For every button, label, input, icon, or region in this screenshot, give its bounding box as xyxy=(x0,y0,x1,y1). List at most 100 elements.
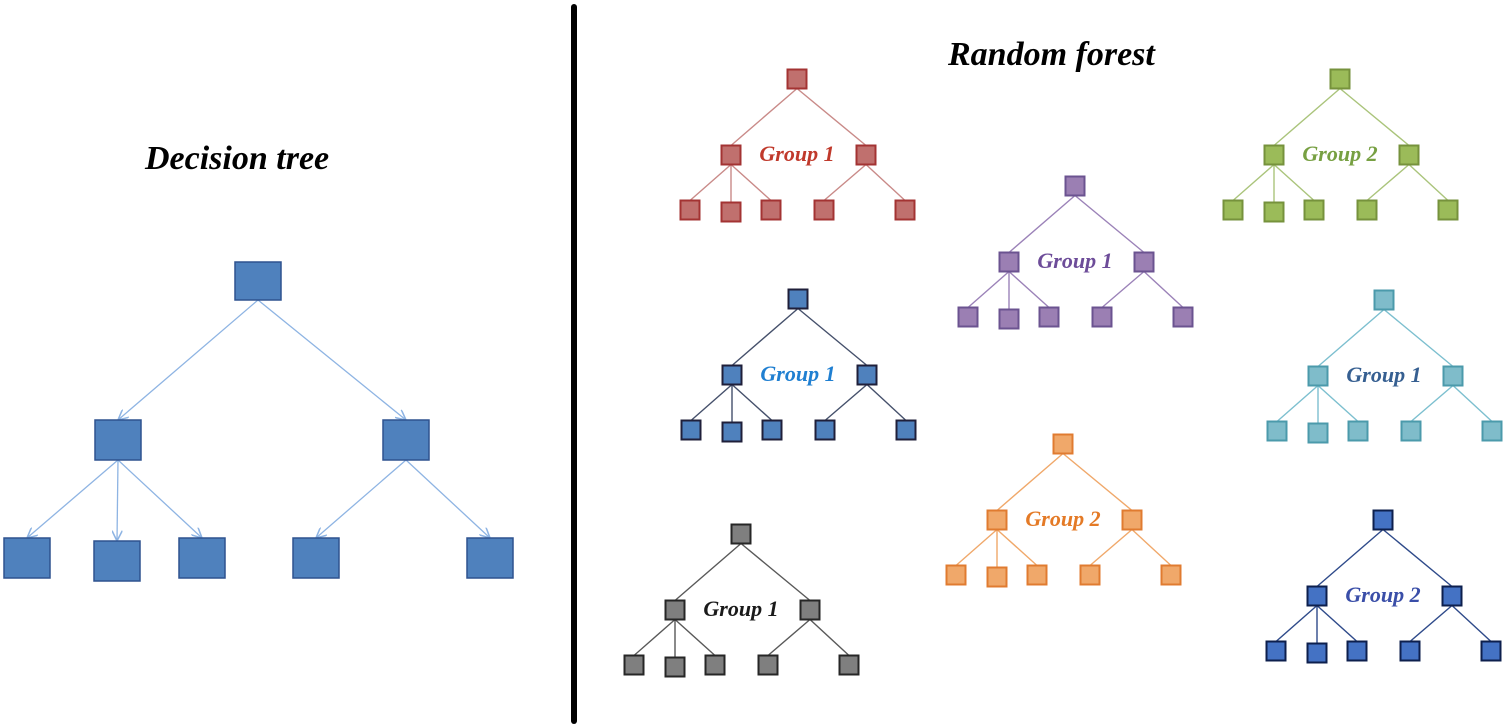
leaf-node xyxy=(998,308,1020,330)
tree-edge xyxy=(731,383,773,422)
tree-edge xyxy=(1317,308,1385,368)
branch-node xyxy=(1442,365,1464,387)
leaf-node xyxy=(1172,306,1194,328)
group-label: Group 2 xyxy=(1025,506,1100,531)
tree-edge xyxy=(1410,384,1454,423)
tree-edge xyxy=(740,542,811,602)
leaf-node xyxy=(813,199,835,221)
tree-edge xyxy=(796,87,867,147)
branch-node xyxy=(1307,365,1329,387)
tree-edge xyxy=(1317,384,1359,423)
random-forest-tree: Group 1 xyxy=(1266,289,1503,444)
tree-edge xyxy=(1232,163,1275,202)
tree-edge xyxy=(1339,87,1410,147)
leaf-node xyxy=(1399,640,1421,662)
tree-edge xyxy=(1382,528,1453,588)
tree-edge xyxy=(809,618,850,657)
leaf-node xyxy=(679,199,701,221)
group-label: Group 2 xyxy=(1345,582,1420,607)
tree-edge xyxy=(823,163,867,202)
leaf-node xyxy=(1306,642,1328,664)
leaf-node xyxy=(895,419,917,441)
leaf-node xyxy=(1346,640,1368,662)
leaf-node xyxy=(466,537,514,579)
leaf-node xyxy=(894,199,916,221)
tree-edge xyxy=(689,163,732,202)
root-node xyxy=(730,523,752,545)
leaf-node xyxy=(986,566,1008,588)
tree-edge xyxy=(633,618,676,657)
leaf-node xyxy=(1222,199,1244,221)
tree-edge xyxy=(767,618,811,657)
group-label: Group 1 xyxy=(1346,362,1421,387)
tree-edge xyxy=(730,163,772,202)
leaf-node xyxy=(757,654,779,676)
root-node xyxy=(234,261,282,301)
tree-edge xyxy=(1273,87,1341,147)
random-forest-tree: Group 1 xyxy=(957,175,1194,330)
root-node xyxy=(1064,175,1086,197)
leaf-node xyxy=(664,656,686,678)
root-node xyxy=(786,68,808,90)
branch-node xyxy=(720,144,742,166)
leaf-node xyxy=(720,201,742,223)
branch-node xyxy=(998,251,1020,273)
branch-node xyxy=(382,419,430,461)
group-label: Group 1 xyxy=(760,361,835,386)
root-node xyxy=(1329,68,1351,90)
leaf-node xyxy=(3,537,51,579)
root-node xyxy=(1372,509,1394,531)
tree-edge xyxy=(1408,163,1449,202)
tree-edge xyxy=(1062,452,1133,512)
tree-edge xyxy=(1316,604,1358,643)
leaf-node xyxy=(704,654,726,676)
tree-edge xyxy=(1409,604,1453,643)
leaf-node xyxy=(957,306,979,328)
tree-edge xyxy=(405,459,490,538)
random-forest-tree: Group 2 xyxy=(945,433,1182,588)
leaf-node xyxy=(814,419,836,441)
tree-edge xyxy=(1131,528,1172,567)
leaf-node xyxy=(1347,420,1369,442)
tree-edge xyxy=(1451,604,1492,643)
tree-edge xyxy=(257,299,406,420)
branch-node xyxy=(986,509,1008,531)
tree-edge xyxy=(674,618,716,657)
leaf-node xyxy=(1026,564,1048,586)
decision-tree-title: Decision tree xyxy=(145,140,330,177)
random-forest-tree: Group 2 xyxy=(1265,509,1502,664)
branch-node xyxy=(1398,144,1420,166)
branch-node xyxy=(1121,509,1143,531)
group-label: Group 1 xyxy=(759,141,834,166)
tree-edge xyxy=(1316,528,1384,588)
leaf-node xyxy=(1356,199,1378,221)
random-forest-tree: Group 1 xyxy=(623,523,860,678)
branch-node xyxy=(1263,144,1285,166)
leaf-node xyxy=(178,537,226,579)
tree-edge xyxy=(731,307,799,367)
leaf-node xyxy=(945,564,967,586)
leaf-node xyxy=(1481,420,1503,442)
branch-node xyxy=(94,419,142,461)
leaf-node xyxy=(1480,640,1502,662)
group-label: Group 2 xyxy=(1302,141,1377,166)
branch-node xyxy=(799,599,821,621)
leaf-node xyxy=(1266,420,1288,442)
leaf-node xyxy=(292,537,340,579)
tree-edge xyxy=(1101,270,1145,309)
tree-edge xyxy=(27,459,119,538)
section-divider xyxy=(571,4,577,724)
tree-edge xyxy=(996,452,1064,512)
branch-node xyxy=(721,364,743,386)
tree-edge xyxy=(1143,270,1184,309)
root-node xyxy=(1373,289,1395,311)
tree-edge xyxy=(118,299,259,420)
tree-edge xyxy=(316,459,407,538)
leaf-node xyxy=(1091,306,1113,328)
tree-edge xyxy=(117,459,202,538)
leaf-node xyxy=(1079,564,1101,586)
tree-edge xyxy=(730,87,798,147)
tree-edge xyxy=(1275,604,1318,643)
